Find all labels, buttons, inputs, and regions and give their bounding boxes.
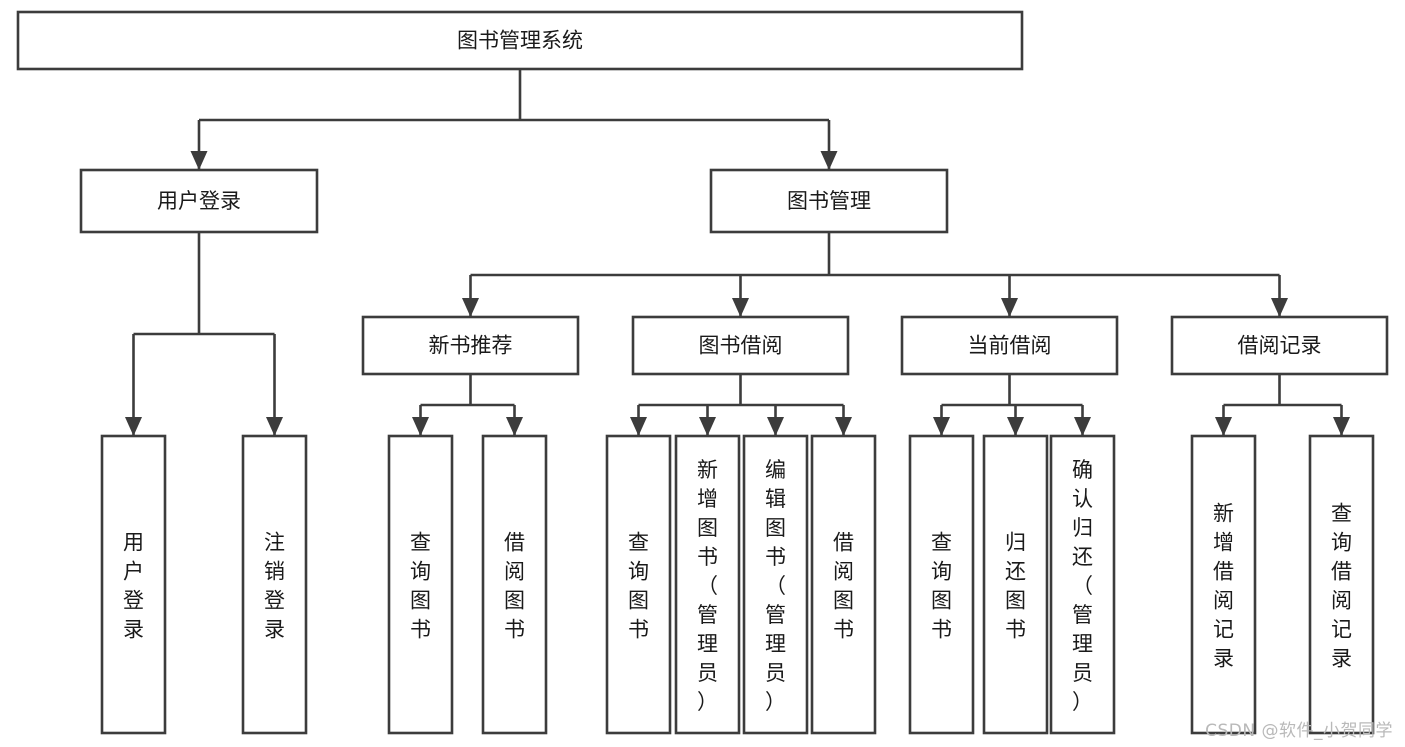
node-label-leaf-query-book-rec: 查询图书: [410, 531, 431, 642]
node-box-borrow-record[interactable]: [1170, 315, 1389, 376]
node-label-book-borrow: 图书借阅: [699, 334, 783, 358]
node-leaf-confirm-return[interactable]: 确认归还（管理员）: [1049, 434, 1116, 735]
node-new-book-rec[interactable]: 新书推荐: [361, 315, 580, 376]
node-book-manage[interactable]: 图书管理: [709, 168, 949, 234]
arrow-head: [266, 417, 283, 436]
node-box-leaf-borrow-book[interactable]: [810, 434, 877, 735]
node-leaf-add-record[interactable]: 新增借阅记录: [1190, 434, 1257, 735]
node-label-leaf-return-book: 归还图书: [1005, 531, 1026, 642]
arrow-head: [1074, 417, 1091, 436]
node-book-borrow[interactable]: 图书借阅: [631, 315, 850, 376]
arrow-head: [462, 298, 479, 317]
arrow-head: [699, 417, 716, 436]
arrow-head: [412, 417, 429, 436]
node-leaf-return-book[interactable]: 归还图书: [982, 434, 1049, 735]
node-box-leaf-add-record[interactable]: [1190, 434, 1257, 735]
arrow-head: [1333, 417, 1350, 436]
node-leaf-edit-book[interactable]: 编辑图书（管理员）: [742, 434, 809, 735]
node-leaf-query-book-rec[interactable]: 查询图书: [387, 434, 454, 735]
node-borrow-record[interactable]: 借阅记录: [1170, 315, 1389, 376]
node-leaf-borrow-book[interactable]: 借阅图书: [810, 434, 877, 735]
node-label-leaf-edit-book: 编辑图书（管理员）: [765, 458, 786, 714]
arrow-head: [732, 298, 749, 317]
node-leaf-query-book-borrow[interactable]: 查询图书: [605, 434, 672, 735]
node-box-leaf-query-record[interactable]: [1308, 434, 1375, 735]
node-box-book-manage[interactable]: [709, 168, 949, 234]
arrow-head: [506, 417, 523, 436]
node-box-leaf-borrow-book-rec[interactable]: [481, 434, 548, 735]
arrow-head: [630, 417, 647, 436]
node-box-new-book-rec[interactable]: [361, 315, 580, 376]
node-label-new-book-rec: 新书推荐: [429, 334, 513, 358]
node-label-book-manage: 图书管理: [787, 189, 871, 213]
node-leaf-query-book-cur[interactable]: 查询图书: [908, 434, 975, 735]
node-label-leaf-logout: 注销登录: [264, 531, 285, 642]
node-leaf-add-book[interactable]: 新增图书（管理员）: [674, 434, 741, 735]
node-leaf-logout[interactable]: 注销登录: [241, 434, 308, 735]
arrow-head: [933, 417, 950, 436]
node-box-leaf-return-book[interactable]: [982, 434, 1049, 735]
arrow-head: [1271, 298, 1288, 317]
connector-layer: [125, 69, 1350, 436]
node-label-leaf-confirm-return: 确认归还（管理员）: [1072, 458, 1093, 714]
arrow-head: [835, 417, 852, 436]
arrow-head: [1215, 417, 1232, 436]
node-label-root: 图书管理系统: [457, 29, 583, 53]
node-leaf-user-login[interactable]: 用户登录: [100, 434, 167, 735]
node-label-borrow-record: 借阅记录: [1238, 334, 1322, 358]
arrow-head: [190, 151, 208, 170]
node-leaf-query-record[interactable]: 查询借阅记录: [1308, 434, 1375, 735]
node-box-leaf-query-book-borrow[interactable]: [605, 434, 672, 735]
node-label-leaf-user-login: 用户登录: [123, 531, 144, 642]
node-label-leaf-query-record: 查询借阅记录: [1331, 502, 1352, 671]
node-label-current-borrow: 当前借阅: [968, 334, 1052, 358]
arrow-head: [125, 417, 142, 436]
node-label-leaf-borrow-book-rec: 借阅图书: [504, 531, 525, 642]
node-box-leaf-logout[interactable]: [241, 434, 308, 735]
node-user-login[interactable]: 用户登录: [79, 168, 319, 234]
node-leaf-borrow-book-rec[interactable]: 借阅图书: [481, 434, 548, 735]
node-label-leaf-add-book: 新增图书（管理员）: [697, 458, 718, 714]
node-box-leaf-user-login[interactable]: [100, 434, 167, 735]
node-box-leaf-add-book[interactable]: [674, 434, 741, 735]
node-box-root[interactable]: [16, 10, 1024, 71]
arrow-head: [767, 417, 784, 436]
node-current-borrow[interactable]: 当前借阅: [900, 315, 1119, 376]
node-box-leaf-edit-book[interactable]: [742, 434, 809, 735]
node-label-leaf-query-book-cur: 查询图书: [931, 531, 952, 642]
arrow-head: [1001, 298, 1018, 317]
node-box-user-login[interactable]: [79, 168, 319, 234]
node-root[interactable]: 图书管理系统: [16, 10, 1024, 71]
node-label-leaf-add-record: 新增借阅记录: [1213, 502, 1234, 671]
node-layer: 图书管理系统用户登录图书管理新书推荐图书借阅当前借阅借阅记录用户登录注销登录查询…: [16, 10, 1389, 735]
node-box-book-borrow[interactable]: [631, 315, 850, 376]
node-box-leaf-confirm-return[interactable]: [1049, 434, 1116, 735]
node-label-leaf-query-book-borrow: 查询图书: [628, 531, 649, 642]
arrow-head: [1007, 417, 1024, 436]
node-box-leaf-query-book-cur[interactable]: [908, 434, 975, 735]
node-label-user-login: 用户登录: [157, 189, 241, 213]
node-box-current-borrow[interactable]: [900, 315, 1119, 376]
arrow-head: [820, 151, 838, 170]
node-box-leaf-query-book-rec[interactable]: [387, 434, 454, 735]
node-label-leaf-borrow-book: 借阅图书: [833, 531, 854, 642]
